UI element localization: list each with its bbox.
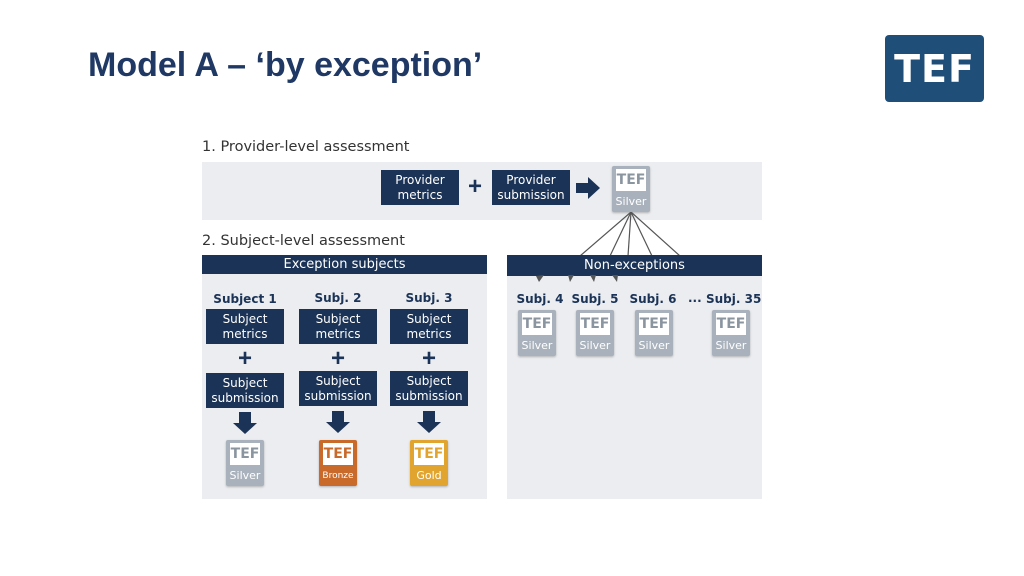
badge-bottom: Silver	[521, 339, 553, 352]
badge-top: TEF	[580, 313, 610, 335]
subject-tef-badge: TEF Silver	[518, 310, 556, 356]
nonexception-subject-name: Subj. 4	[516, 292, 564, 306]
plus-icon: +	[237, 345, 252, 372]
provider-submission-box: Provider submission	[492, 170, 570, 205]
provider-panel	[202, 162, 762, 220]
plus-icon: +	[330, 345, 345, 372]
provider-tef-badge: TEF Silver	[612, 166, 650, 212]
subject-metrics-line2: metrics	[315, 326, 361, 341]
subject-submission-box: Subject submission	[206, 373, 284, 408]
subject-metrics-box: Subject metrics	[299, 309, 377, 344]
subject-tef-badge: TEF Silver	[635, 310, 673, 356]
badge-bottom: Silver	[715, 339, 747, 352]
provider-submission-line2: submission	[497, 187, 565, 202]
badge-bottom: Gold	[416, 469, 442, 482]
badge-top: TEF	[716, 313, 746, 335]
provider-metrics-line1: Provider	[395, 172, 445, 187]
subject-submission-box: Subject submission	[299, 371, 377, 406]
badge-bottom: Silver	[229, 469, 261, 482]
subject-submission-line2: submission	[304, 388, 372, 403]
badge-bottom: Silver	[638, 339, 670, 352]
non-exceptions-header: Non-exceptions	[507, 255, 762, 276]
badge-top: TEF	[323, 443, 353, 465]
provider-metrics-box: Provider metrics	[381, 170, 459, 205]
provider-metrics-line2: metrics	[397, 187, 443, 202]
slide-title: Model A – ‘by exception’	[88, 46, 483, 84]
nonexception-subject-name: Subj. 5	[571, 292, 619, 306]
provider-section-label: 1. Provider-level assessment	[202, 139, 410, 155]
ellipsis: ...	[688, 291, 702, 305]
exception-subject-name: Subject 1	[213, 292, 277, 306]
badge-bottom: Silver	[615, 195, 647, 208]
subject-tef-badge: TEF Gold	[410, 440, 448, 486]
subject-section-label: 2. Subject-level assessment	[202, 233, 405, 249]
badge-top: TEF	[639, 313, 669, 335]
subject-submission-line2: submission	[211, 390, 279, 405]
exception-subject-name: Subj. 3	[405, 291, 453, 305]
subject-tef-badge: TEF Silver	[226, 440, 264, 486]
subject-metrics-box: Subject metrics	[390, 309, 468, 344]
subject-metrics-line1: Subject	[222, 311, 268, 326]
nonexception-subject-name: Subj. 6	[629, 292, 677, 306]
subject-metrics-line2: metrics	[222, 326, 268, 341]
badge-top: TEF	[230, 443, 260, 465]
subject-metrics-line1: Subject	[406, 311, 452, 326]
plus-icon: +	[467, 173, 482, 200]
subject-submission-line1: Subject	[406, 373, 452, 388]
arrow-down-icon	[417, 411, 441, 433]
subject-tef-badge: TEF Silver	[576, 310, 614, 356]
exception-subject-name: Subj. 2	[314, 291, 362, 305]
subject-tef-badge: TEF Silver	[712, 310, 750, 356]
badge-bottom: Silver	[579, 339, 611, 352]
exception-subjects-header: Exception subjects	[202, 255, 487, 274]
subject-submission-box: Subject submission	[390, 371, 468, 406]
provider-submission-line1: Provider	[506, 172, 556, 187]
arrow-down-icon	[233, 412, 257, 434]
badge-top: TEF	[414, 443, 444, 465]
badge-bottom: Bronze	[322, 470, 354, 481]
subject-tef-badge: TEF Bronze	[319, 440, 357, 486]
subject-metrics-box: Subject metrics	[206, 309, 284, 344]
arrow-right-icon	[576, 177, 600, 199]
connector-lines	[579, 212, 681, 257]
nonexception-subject-name: Subj. 35	[706, 292, 762, 306]
connector-arrowheads	[536, 275, 618, 282]
subject-submission-line1: Subject	[315, 373, 361, 388]
subject-submission-line1: Subject	[222, 375, 268, 390]
subject-metrics-line2: metrics	[406, 326, 452, 341]
badge-top: TEF	[522, 313, 552, 335]
arrow-down-icon	[326, 411, 350, 433]
plus-icon: +	[421, 345, 436, 372]
subject-submission-line2: submission	[395, 388, 463, 403]
nonexception-panel	[507, 255, 762, 499]
tef-logo: TEF	[885, 35, 984, 102]
subject-metrics-line1: Subject	[315, 311, 361, 326]
badge-top: TEF	[616, 169, 646, 191]
